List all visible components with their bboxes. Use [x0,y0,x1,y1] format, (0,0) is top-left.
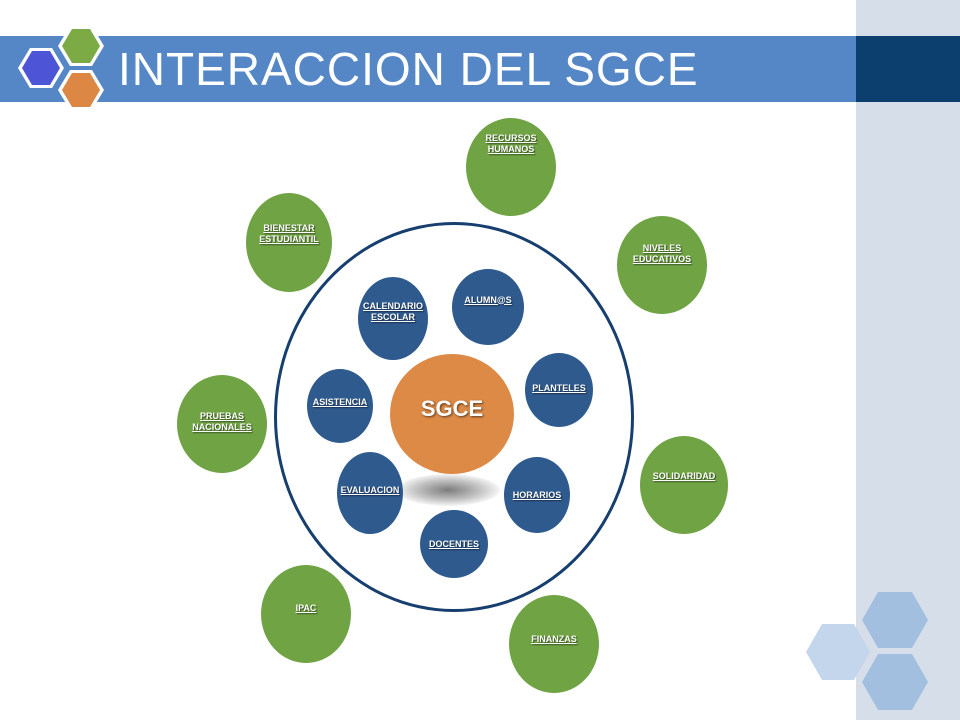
node-label: FINANZAS [531,633,577,644]
node-horarios: HORARIOS [504,457,570,533]
node-label: PRUEBAS NACIONALES [192,411,252,432]
hexagon-logo-icon [18,26,104,110]
node-label: SOLIDARIDAD [652,470,716,481]
node-bienestar-estudiantil: BIENESTAR ESTUDIANTIL [246,193,332,292]
node-label: RECURSOS HUMANOS [485,133,537,154]
node-planteles: PLANTELES [525,353,593,427]
node-asistencia: ASISTENCIA [307,369,373,443]
node-label: CALENDARIO ESCOLAR [363,300,423,322]
node-label: HORARIOS [512,489,562,500]
node-finanzas: FINANZAS [509,595,599,693]
node-label: BIENESTAR ESTUDIANTIL [259,222,319,244]
title-bar-dark-end [856,36,960,102]
slide-title: INTERACCION DEL SGCE [118,43,699,95]
node-niveles-educativos: NIVELES EDUCATIVOS [617,216,707,314]
sgce-interaction-diagram: RECURSOS HUMANOS BIENESTAR ESTUDIANTIL N… [177,118,728,693]
node-alumnos: ALUMN@S [452,269,524,345]
node-evaluacion: EVALUACION [337,452,403,534]
node-label: EVALUACION [340,484,400,495]
node-label: IPAC [295,602,317,613]
center-label: SGCE [420,396,484,421]
node-label: PLANTELES [532,382,586,393]
decorative-hexagons-icon [806,592,928,710]
node-recursos-humanos: RECURSOS HUMANOS [466,118,556,216]
node-solidaridad: SOLIDARIDAD [640,436,728,534]
node-label: ALUMN@S [464,294,512,305]
node-ipac: IPAC [261,565,351,663]
node-pruebas-nacionales: PRUEBAS NACIONALES [177,375,267,473]
node-label: NIVELES EDUCATIVOS [632,243,692,264]
node-sgce-center: SGCE [390,354,514,474]
title-bar [0,36,856,102]
node-label: ASISTENCIA [312,396,368,407]
node-label: DOCENTES [428,538,479,549]
center-shadow [396,474,500,506]
node-docentes: DOCENTES [420,510,488,578]
node-calendario-escolar: CALENDARIO ESCOLAR [358,277,428,360]
